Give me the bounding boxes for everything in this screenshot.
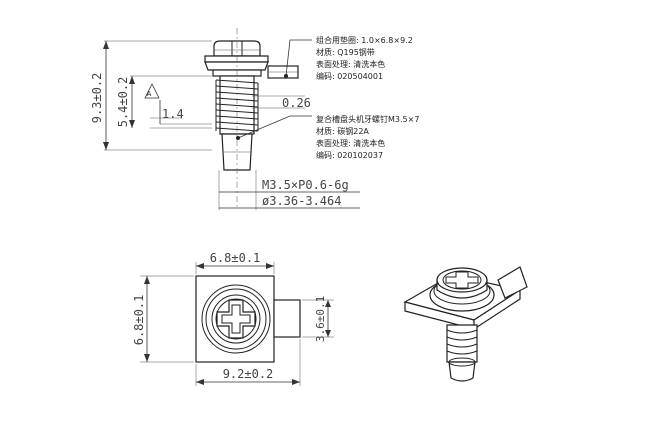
screw-callout-line2: 材质: 碳钢22A <box>316 126 369 136</box>
side-view <box>103 28 360 210</box>
iso-thread-lines <box>446 329 478 355</box>
washer-callout-line1: 组合用垫圈: 1.0×6.8×9.2 <box>316 35 413 45</box>
thread-diameter-label: ø3.36-3.464 <box>262 194 341 208</box>
washer-thickness-label: 0.26 <box>282 96 311 110</box>
screw-callout: 复合槽盘头机牙螺钉M3.5×7 材质: 碳钢22A 表面处理: 清洗本色 编码:… <box>316 114 419 160</box>
isometric-view <box>403 266 528 382</box>
datum-triangle-label: A <box>147 90 152 98</box>
washer-callout-line2: 材质: Q195钢带 <box>316 47 375 57</box>
offset-label: 1.4 <box>162 107 184 121</box>
cross-slot-icon <box>216 299 256 339</box>
top-view <box>140 262 334 386</box>
width-top-label: 6.8±0.1 <box>210 251 261 265</box>
screw-callout-line4: 编码: 020102037 <box>316 150 383 160</box>
tab-height-label: 3.6±0.1 <box>314 296 327 342</box>
screw-callout-line3: 表面处理: 清洗本色 <box>316 138 385 148</box>
thread-spec-label: M3.5×P0.6-6g <box>262 178 349 192</box>
height-left-label: 6.8±0.1 <box>132 295 146 346</box>
length-bottom-label: 9.2±0.2 <box>223 367 274 381</box>
total-height-label: 9.3±0.2 <box>90 73 104 124</box>
thread-height-label: 5.4±0.2 <box>116 77 130 128</box>
datum-triangle-icon <box>144 83 160 99</box>
screw-callout-line1: 复合槽盘头机牙螺钉M3.5×7 <box>316 114 419 124</box>
iso-cross-slot-icon <box>445 271 479 289</box>
washer-callout-line3: 表面处理: 清洗本色 <box>316 59 385 69</box>
washer-callout-line4: 编码: 020504001 <box>316 71 383 81</box>
washer-callout: 组合用垫圈: 1.0×6.8×9.2 材质: Q195钢带 表面处理: 清洗本色… <box>316 35 413 81</box>
